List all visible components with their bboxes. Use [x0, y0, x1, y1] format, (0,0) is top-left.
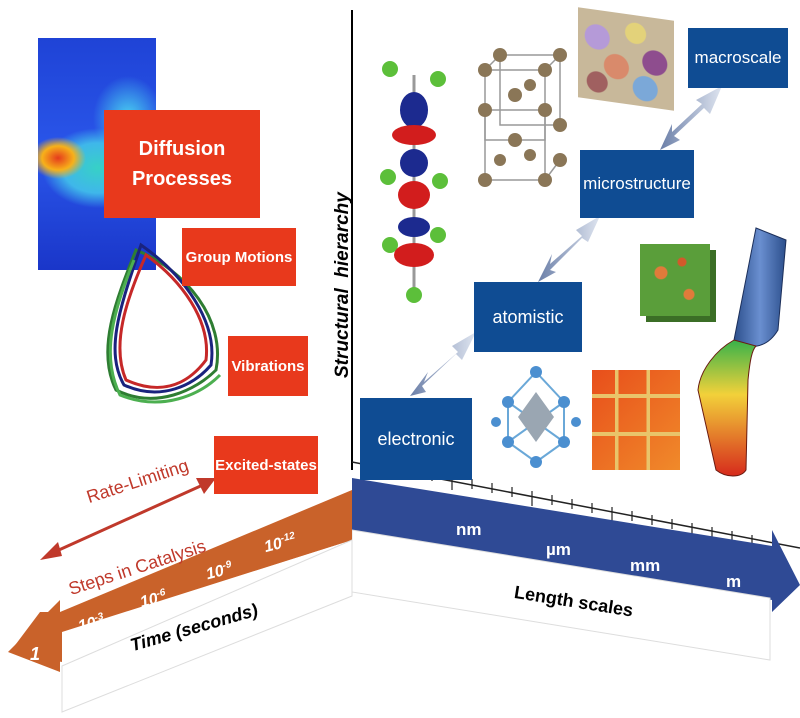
level-electronic-label: electronic: [377, 428, 455, 449]
process-vibrations: Vibrations: [228, 336, 308, 396]
hierarchy-arrows: [410, 86, 722, 396]
specimen-rod-image: [697, 227, 787, 477]
process-group-motions: Group Motions: [182, 228, 296, 286]
time-tick-1e-9-exp: -9: [221, 559, 233, 572]
process-diffusion: Diffusion Processes: [104, 110, 260, 218]
process-group-motions-label: Group Motions: [185, 248, 293, 266]
time-tick-1-base: 1: [30, 644, 41, 664]
crystal-lattice-image: [478, 48, 567, 187]
molecular-ring-image: [106, 242, 222, 404]
vertical-axis-title: Structural hierarchy: [332, 192, 353, 378]
length-unit-mm: mm: [630, 556, 661, 575]
arrow-microstructure-macroscale: [660, 86, 722, 150]
time-tick-1: 1: [30, 644, 40, 665]
time-axis-title-band: [61, 539, 353, 713]
length-axis-arrow: [352, 478, 800, 612]
time-tick-1e-12-exp: -12: [279, 530, 297, 545]
time-tick-1e-6-exp: -6: [155, 587, 167, 600]
level-atomistic-label: atomistic: [492, 306, 564, 327]
cluster-structure-image: [491, 366, 581, 468]
arrow-electronic-atomistic: [410, 332, 476, 396]
level-macroscale-label: macroscale: [694, 48, 782, 67]
orbital-molecule-image: [380, 61, 448, 303]
process-vibrations-label: Vibrations: [231, 357, 305, 375]
process-excited-states-label: Excited-states: [215, 456, 317, 474]
polycrystal-block-image: [578, 7, 674, 111]
catalysis-double-arrow: [40, 478, 216, 560]
grain-boundary-grid-image: [592, 370, 680, 470]
length-unit-um: µm: [546, 540, 571, 559]
microstructure-cube-image: [640, 244, 710, 316]
process-excited-states: Excited-states: [214, 436, 318, 494]
level-microstructure: microstructure: [580, 150, 694, 218]
level-microstructure-label: microstructure: [583, 174, 691, 193]
process-diffusion-label: Diffusion Processes: [131, 138, 233, 190]
level-electronic: electronic: [360, 398, 472, 480]
time-tick-1e-3-exp: -3: [93, 611, 105, 624]
arrow-atomistic-microstructure: [538, 216, 600, 282]
level-macroscale: macroscale: [688, 28, 788, 88]
length-unit-m: m: [726, 572, 742, 591]
level-atomistic: atomistic: [474, 282, 582, 352]
length-unit-nm: nm: [456, 520, 482, 539]
